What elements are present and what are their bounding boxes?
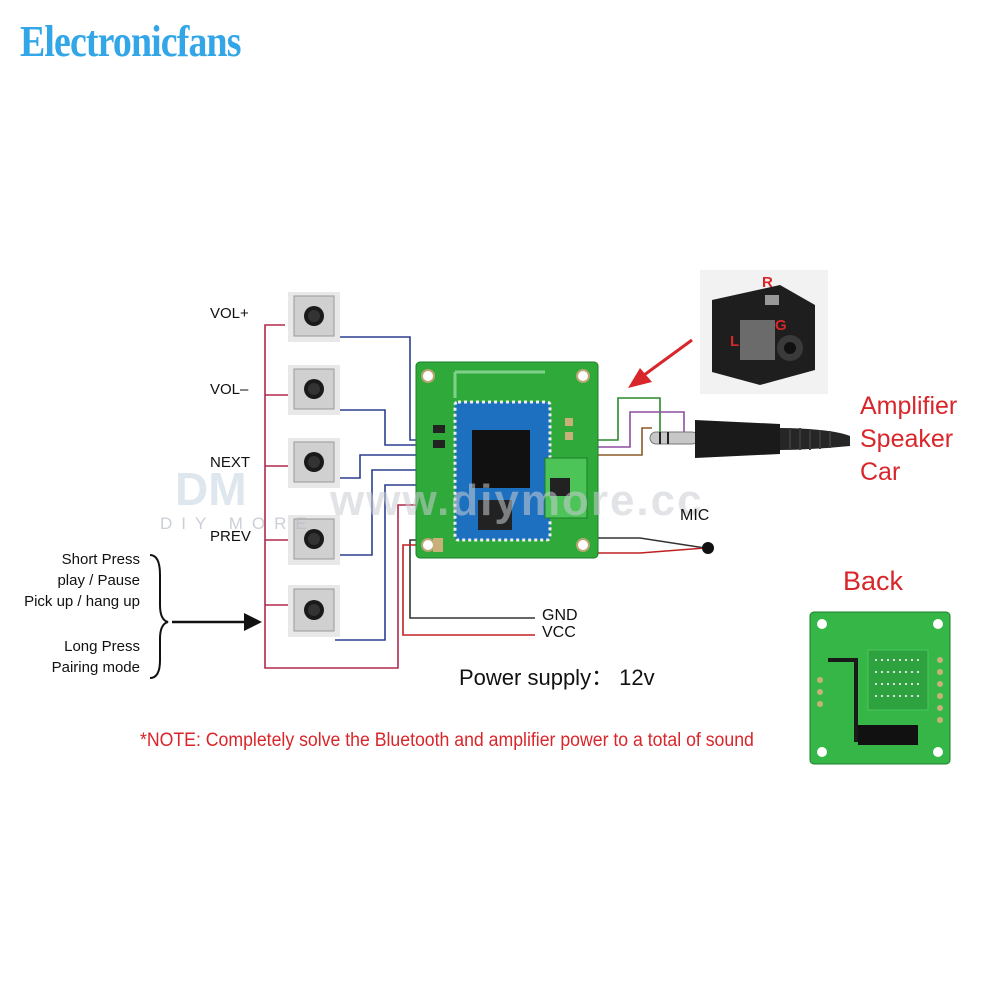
output-label-speaker: Speaker: [860, 425, 954, 453]
label-vol-minus: VOL–: [210, 381, 249, 398]
desc-short-press: Short Press: [61, 551, 140, 568]
watermark-logo: DM: [175, 463, 247, 515]
output-label-amplifier: Amplifier: [860, 392, 958, 420]
jack-pin-l: L: [730, 333, 740, 350]
wire-vcc: [402, 544, 535, 636]
wire-mic-red: [590, 547, 706, 554]
watermark-subtext: DIY MORE: [160, 514, 316, 533]
wire-volminus-blue: [330, 409, 420, 446]
wire-prev-blue: [335, 469, 420, 556]
label-mic: MIC: [680, 507, 710, 524]
label-prev: PREV: [210, 528, 251, 545]
brand-logo: Electronicfans: [20, 17, 241, 66]
switch-volminus: [288, 365, 340, 415]
label-vol-plus: VOL+: [210, 305, 249, 322]
label-gnd: GND: [542, 607, 578, 624]
wire-audio-green: [598, 397, 661, 441]
output-label-car: Car: [860, 458, 901, 486]
label-vcc: VCC: [542, 624, 576, 641]
wire-common-red: [264, 324, 420, 669]
wire-volplus-blue: [330, 336, 420, 441]
desc-long-press: Long Press: [64, 638, 140, 655]
jack-pin-r: R: [762, 274, 773, 291]
main-pcb: [415, 361, 599, 559]
back-pcb: [809, 611, 951, 765]
wire-next-blue: [330, 454, 420, 479]
jack-pointer-head: [628, 368, 652, 388]
switch-prev: [288, 515, 340, 565]
label-next: NEXT: [210, 454, 251, 471]
jack-pin-g: G: [775, 317, 787, 334]
mic-icon: [702, 542, 714, 554]
wire-play-blue: [335, 484, 420, 641]
audio-plug: [649, 420, 850, 458]
jack-pointer-line: [639, 338, 693, 380]
switch-play: [288, 585, 340, 637]
wire-mic-black: [590, 537, 706, 549]
tact-switches: [288, 292, 340, 637]
desc-pickup-hangup: Pick up / hang up: [24, 593, 140, 610]
wire-audio-purple: [598, 411, 685, 448]
watermark-url: www.diymore.cc: [330, 476, 704, 525]
output-labels: Amplifier Speaker Car: [860, 390, 957, 489]
switch-volplus: [288, 292, 340, 342]
power-supply-text: Power supply： 12v: [459, 665, 655, 690]
note-text: *NOTE: Completely solve the Bluetooth an…: [140, 730, 754, 751]
wire-audio-brown: [598, 427, 652, 456]
switch-next: [288, 438, 340, 488]
desc-pairing-mode: Pairing mode: [51, 659, 140, 676]
curly-brace: [149, 554, 169, 679]
back-title: Back: [843, 566, 904, 596]
arrow-head: [244, 613, 262, 631]
desc-play-pause: play / Pause: [57, 572, 140, 589]
audio-jack-photo: [700, 270, 828, 394]
